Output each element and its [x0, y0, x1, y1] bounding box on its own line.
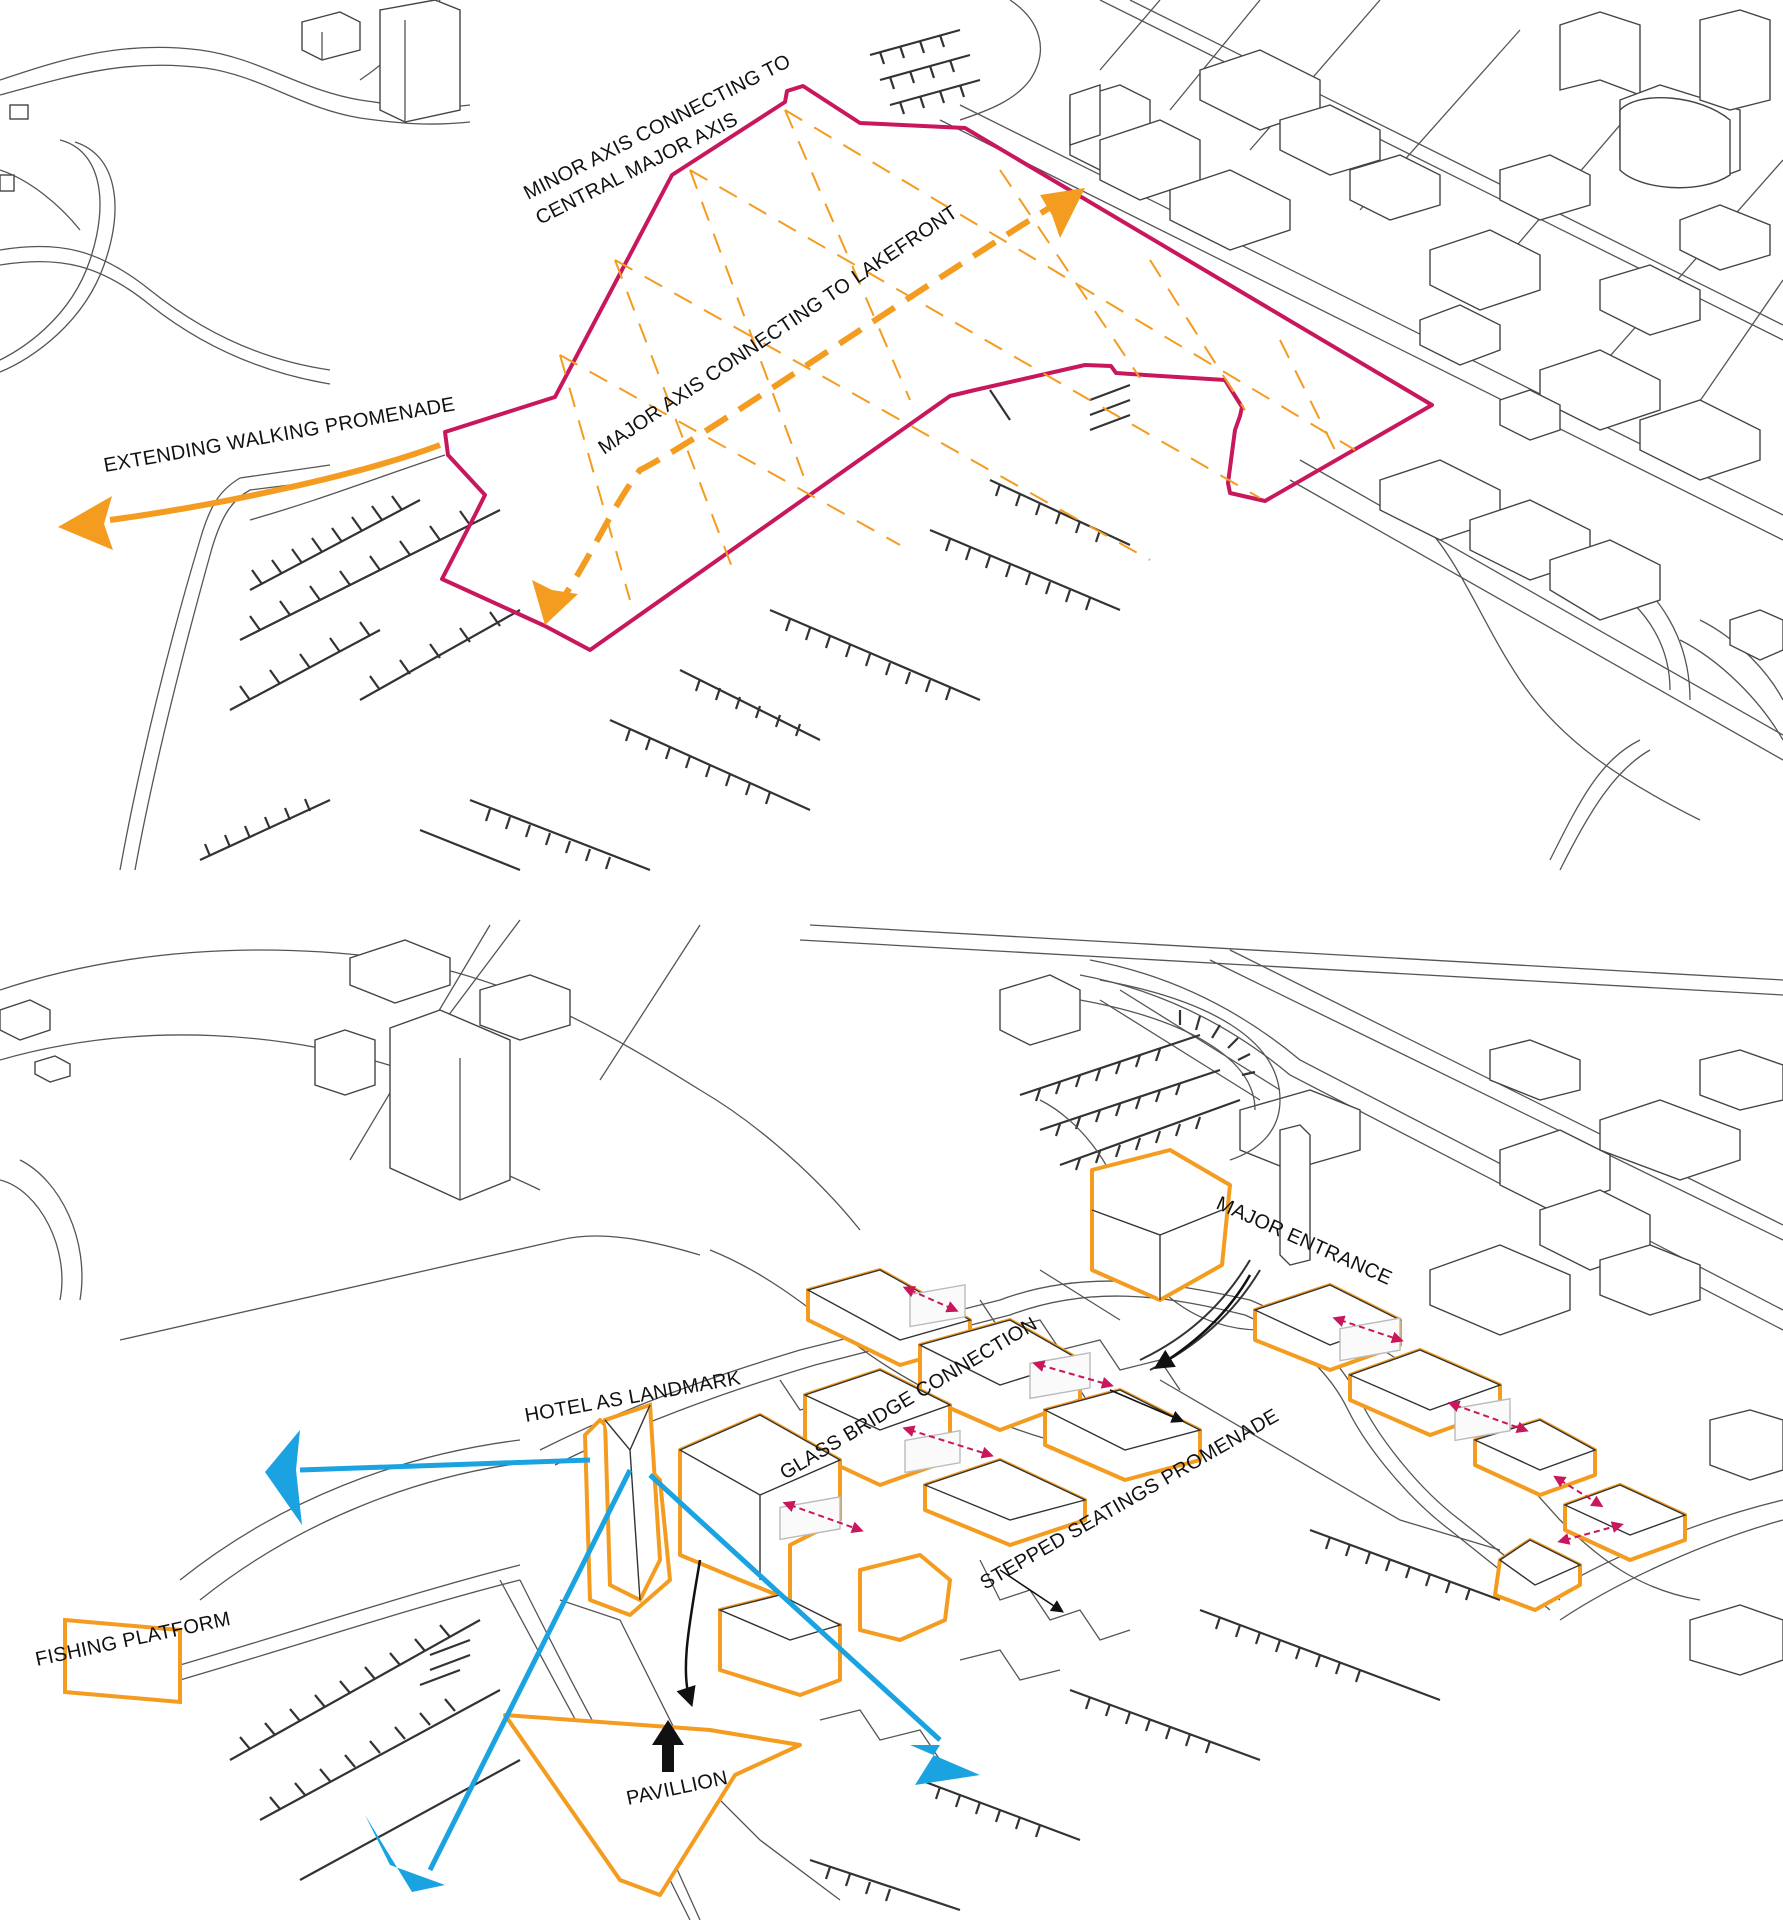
docks-top-upper [869, 0, 1042, 121]
building-pavillion [503, 1713, 802, 1897]
city-grid-top-right [939, 0, 1783, 871]
label-minor-axis-1: MINOR AXIS CONNECTING TO [520, 50, 794, 204]
context-blocks-bottom [0, 939, 1783, 1676]
minor-axes [559, 109, 1356, 601]
hotel-tower [602, 1402, 663, 1603]
docks-top-center [199, 383, 1131, 872]
major-axis-arrowhead-south [532, 580, 578, 625]
context-paths-left [0, 0, 471, 385]
label-major-axis: MAJOR AXIS CONNECTING TO LAKEFRONT [594, 201, 961, 459]
label-walking-promenade: EXTENDING WALKING PROMENADE [102, 393, 457, 477]
top-panel-existing-site: MINOR AXIS CONNECTING TO CENTRAL MAJOR A… [0, 0, 1783, 872]
walking-promenade-arrowhead [58, 496, 113, 550]
major-axis-arrowhead-north [1040, 188, 1085, 238]
building-south-b [858, 1553, 952, 1642]
major-axis-arrow [552, 192, 1072, 612]
fishing-pier [179, 1564, 521, 1681]
city-blocks-top-right [1069, 9, 1783, 661]
building-major-entrance-east [1090, 1148, 1232, 1302]
docks-bottom [229, 1528, 1501, 1912]
docks-top-left [119, 464, 521, 871]
pavillion-entry-arrow [652, 1720, 684, 1772]
context-towers-top-left [301, 0, 461, 123]
glass-bridges [779, 1284, 1624, 1545]
marina-crescent [1019, 979, 1281, 1171]
fishing-platform-outline [63, 1617, 182, 1705]
view-arrows [265, 1430, 980, 1892]
bottom-panel-proposed-plan: MAJOR ENTRANCE HOTEL AS LANDMARK GLASS B… [0, 919, 1783, 1921]
entrance-arrows [652, 1274, 1252, 1772]
walking-promenade-line [109, 442, 442, 523]
